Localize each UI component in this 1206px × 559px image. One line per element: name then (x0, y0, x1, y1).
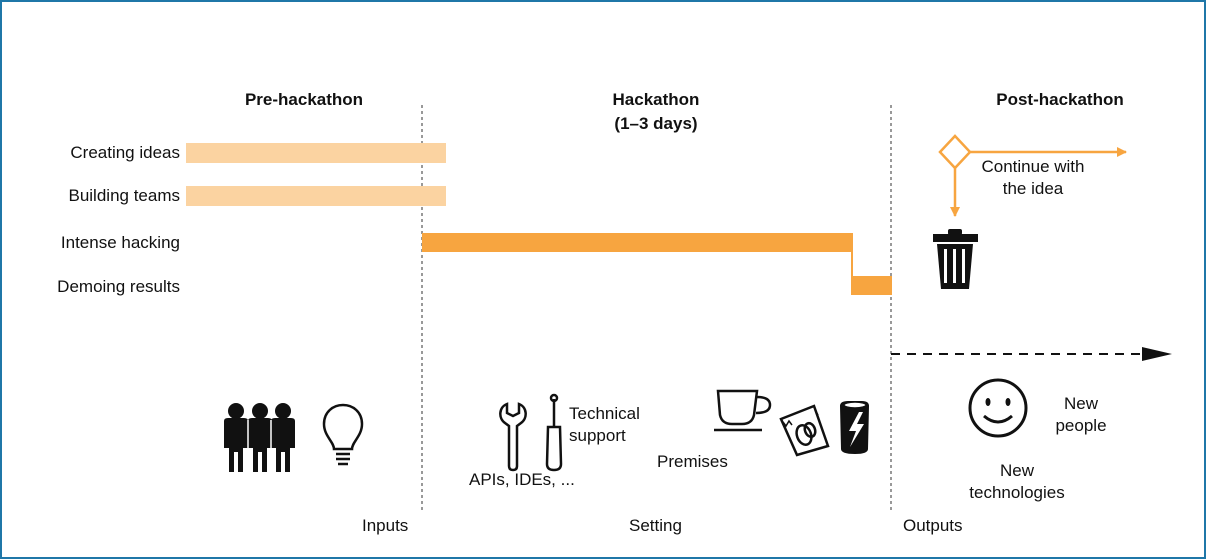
bar-demoing-results (852, 276, 892, 295)
wrench-icon (499, 402, 527, 472)
phase-subtitle-duration: (1–3 days) (614, 114, 698, 133)
apis-ides-label: APIs, IDEs, ... (469, 470, 575, 489)
section-label-setting: Setting (629, 516, 682, 535)
people-icon (224, 403, 295, 472)
lightbulb-icon (322, 403, 364, 466)
screwdriver-icon (545, 393, 563, 472)
coffee-cup-icon (714, 389, 772, 432)
energy-drink-can-icon (840, 401, 869, 454)
new-people-label: New people (1055, 394, 1107, 435)
phase-title-hackathon: Hackathon (612, 90, 700, 109)
bar-building-teams (186, 186, 446, 206)
smiley-icon (968, 378, 1028, 438)
section-label-inputs: Inputs (362, 516, 409, 535)
snack-bag-icon (779, 404, 830, 457)
activity-label-building-teams: Building teams (68, 186, 180, 205)
bar-intense-hacking (422, 233, 852, 252)
future-arrowhead (1142, 347, 1172, 361)
technical-support-label: Technical support (569, 404, 640, 445)
phase-title-pre-hackathon: Pre-hackathon (244, 90, 364, 109)
activity-label-intense-hacking: Intense hacking (60, 233, 180, 252)
phase-title-post-hackathon: Post-hackathon (996, 90, 1124, 109)
decision-diamond-icon (938, 134, 972, 170)
activity-label-creating-ideas: Creating ideas (70, 143, 180, 162)
continue-with-idea-label: Continue with the idea (981, 157, 1085, 198)
section-label-outputs: Outputs (903, 516, 963, 535)
premises-label: Premises (657, 452, 728, 471)
trash-can-icon (933, 229, 978, 289)
activity-label-demoing-results: Demoing results (57, 277, 180, 296)
new-technologies-label: New technologies (969, 461, 1065, 502)
bar-creating-ideas (186, 143, 446, 163)
